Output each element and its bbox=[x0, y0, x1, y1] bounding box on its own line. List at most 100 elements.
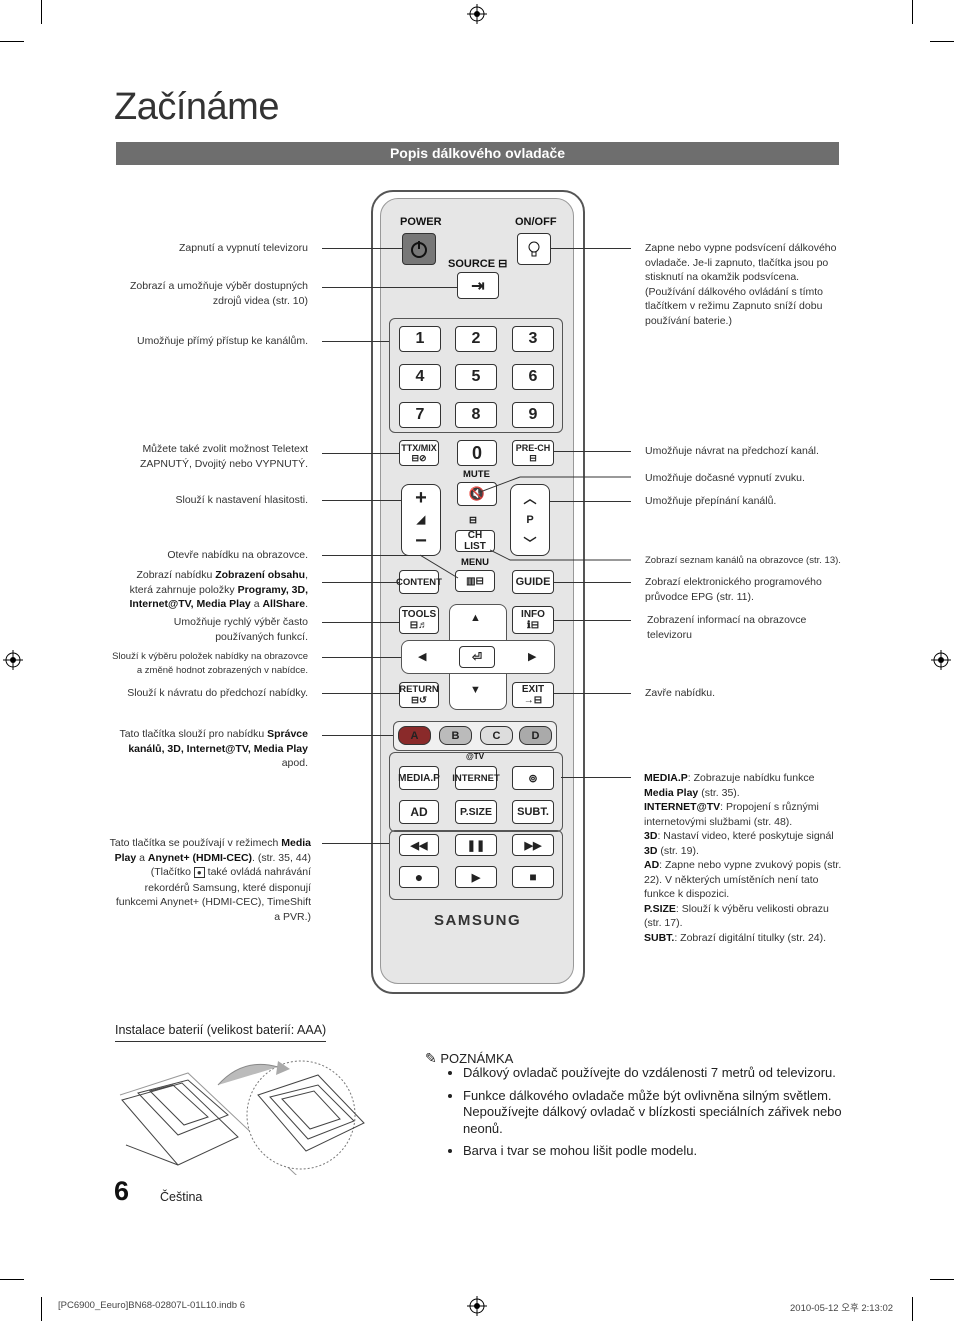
rewind-button[interactable]: ◀◀ bbox=[399, 834, 439, 856]
pencil-icon: ✎ bbox=[425, 1050, 437, 1066]
number-pad bbox=[389, 318, 563, 433]
digit-5-button[interactable]: 5 bbox=[455, 364, 497, 390]
onoff-button[interactable] bbox=[517, 233, 551, 265]
internet-button[interactable]: INTERNET bbox=[452, 766, 500, 790]
digit-9-button[interactable]: 9 bbox=[512, 402, 554, 428]
green-b-button[interactable]: B bbox=[439, 726, 472, 745]
p-size-button[interactable]: P.SIZE bbox=[455, 800, 497, 824]
menu-button[interactable]: ▥⊟ bbox=[455, 570, 495, 592]
registration-mark-icon bbox=[467, 4, 487, 24]
callout-line bbox=[322, 622, 399, 623]
digit-6-button[interactable]: 6 bbox=[512, 364, 554, 390]
tools-button[interactable]: TOOLS⊟♬ bbox=[399, 606, 439, 634]
enter-button[interactable]: ⏎ bbox=[459, 646, 495, 668]
subt-button[interactable]: SUBT. bbox=[512, 800, 554, 824]
content-button[interactable]: CONTENT bbox=[396, 570, 442, 594]
registration-mark-icon bbox=[931, 650, 951, 670]
note-list: Dálkový ovladač používejte do vzdálenost… bbox=[445, 1065, 863, 1166]
callout-line bbox=[480, 476, 631, 493]
play-button[interactable]: ▶ bbox=[455, 866, 497, 888]
guide-button[interactable]: GUIDE bbox=[512, 570, 554, 594]
registration-mark-icon bbox=[467, 1296, 487, 1316]
ttx-mix-button[interactable]: TTX/MIX⊟⊘ bbox=[399, 440, 439, 466]
digit-7-button[interactable]: 7 bbox=[399, 402, 441, 428]
battery-heading: Instalace baterií (velikost baterií: AAA… bbox=[115, 1023, 327, 1042]
digit-0-button[interactable]: 0 bbox=[457, 440, 497, 466]
record-icon: ● bbox=[414, 869, 424, 885]
return-button[interactable]: RETURN⊟↺ bbox=[399, 682, 439, 708]
label-prech: Umožňuje návrat na předchozí kanál. bbox=[645, 445, 819, 457]
callout-line bbox=[322, 735, 393, 736]
label-info: Zobrazení informací na obrazovce televiz… bbox=[647, 614, 807, 641]
label-chlist: Zobrazí seznam kanálů na obrazovce (str.… bbox=[645, 555, 841, 566]
blue-d-button[interactable]: D bbox=[519, 726, 552, 745]
fast-forward-button[interactable]: ▶▶ bbox=[512, 834, 554, 856]
arrow-down-icon[interactable]: ▼ bbox=[470, 684, 481, 696]
ch-list-button[interactable]: CH LIST bbox=[455, 530, 495, 552]
digit-3-button[interactable]: 3 bbox=[512, 326, 554, 352]
page-title: Začínáme bbox=[114, 86, 279, 128]
crop-mark bbox=[0, 41, 24, 42]
callout-line bbox=[322, 248, 402, 249]
label-media-keys: MEDIA.P: Zobrazuje nabídku funkce Media … bbox=[644, 772, 842, 944]
arrow-right-icon[interactable]: ▶ bbox=[528, 651, 537, 663]
3d-button[interactable]: ⊚ bbox=[512, 766, 554, 790]
callout-line bbox=[322, 843, 389, 844]
samsung-logo: SAMSUNG bbox=[434, 912, 522, 929]
exit-button[interactable]: EXIT→⊟ bbox=[512, 682, 554, 708]
3d-glasses-icon: ⊚ bbox=[528, 772, 538, 785]
digit-8-button[interactable]: 8 bbox=[455, 402, 497, 428]
play-icon: ▶ bbox=[471, 871, 481, 884]
volume-icon: ◢ bbox=[416, 514, 426, 527]
volume-rocker[interactable]: + ◢ − bbox=[401, 484, 441, 556]
label-media: Tato tlačítka se používají v režimech Me… bbox=[109, 837, 311, 923]
pre-ch-button[interactable]: PRE-CH⊟ bbox=[512, 440, 554, 466]
media-p-button[interactable]: MEDIA.P bbox=[398, 766, 440, 790]
rewind-icon: ◀◀ bbox=[410, 839, 428, 852]
note-header: ✎ POZNÁMKA bbox=[425, 1050, 514, 1066]
channel-rocker[interactable]: ︿ P ﹀ bbox=[510, 484, 550, 556]
pause-button[interactable]: ❚❚ bbox=[455, 834, 497, 856]
record-button[interactable]: ● bbox=[399, 866, 439, 888]
callout-line bbox=[554, 582, 631, 583]
digit-4-button[interactable]: 4 bbox=[399, 364, 441, 390]
onoff-label: ON/OFF bbox=[515, 216, 557, 228]
pre-ch-icon: ⊟ bbox=[529, 452, 537, 463]
mute-button[interactable]: 🔇 bbox=[457, 482, 497, 506]
note-item: Dálkový ovladač používejte do vzdálenost… bbox=[463, 1065, 863, 1082]
registration-mark-icon bbox=[3, 650, 23, 670]
callout-line bbox=[322, 582, 399, 583]
mute-label: MUTE bbox=[463, 469, 490, 480]
digit-1-button[interactable]: 1 bbox=[399, 326, 441, 352]
light-bulb-icon bbox=[528, 241, 540, 257]
label-p: Umožňuje přepínání kanálů. bbox=[645, 495, 777, 507]
crop-mark bbox=[0, 1279, 24, 1280]
power-button[interactable] bbox=[402, 233, 436, 265]
volume-up-icon: + bbox=[415, 486, 427, 509]
source-button[interactable]: ⇥ bbox=[457, 272, 499, 299]
volume-down-icon: − bbox=[415, 530, 427, 553]
label-tools: Umožňuje rychlý výběr často používaných … bbox=[173, 616, 308, 643]
callout-line bbox=[322, 453, 399, 454]
callout-line bbox=[551, 248, 631, 249]
mute-icon: 🔇 bbox=[468, 486, 486, 501]
arrow-up-icon[interactable]: ▲ bbox=[470, 612, 481, 624]
media-group bbox=[389, 752, 563, 832]
stop-button[interactable]: ■ bbox=[512, 866, 554, 888]
label-colors: Tato tlačítka slouží pro nabídku Správce… bbox=[119, 728, 308, 769]
info-icon: ℹ⊟ bbox=[526, 620, 540, 631]
callout-line bbox=[554, 451, 631, 452]
arrow-left-icon[interactable]: ◀ bbox=[418, 651, 427, 663]
crop-mark bbox=[912, 1297, 913, 1321]
digit-2-button[interactable]: 2 bbox=[455, 326, 497, 352]
label-return: Slouží k návratu do předchozí nabídky. bbox=[127, 687, 308, 699]
label-onoff: Zapne nebo vypne podsvícení dálkového ov… bbox=[645, 242, 837, 327]
label-source: Zobrazí a umožňuje výběr dostupných zdro… bbox=[129, 280, 308, 307]
page-number: 6 bbox=[114, 1176, 130, 1206]
teletext-icon: ⊟⊘ bbox=[411, 452, 427, 463]
callout-line bbox=[322, 500, 401, 501]
yellow-c-button[interactable]: C bbox=[480, 726, 513, 745]
ad-button[interactable]: AD bbox=[399, 800, 439, 824]
red-a-button[interactable]: A bbox=[398, 726, 431, 745]
